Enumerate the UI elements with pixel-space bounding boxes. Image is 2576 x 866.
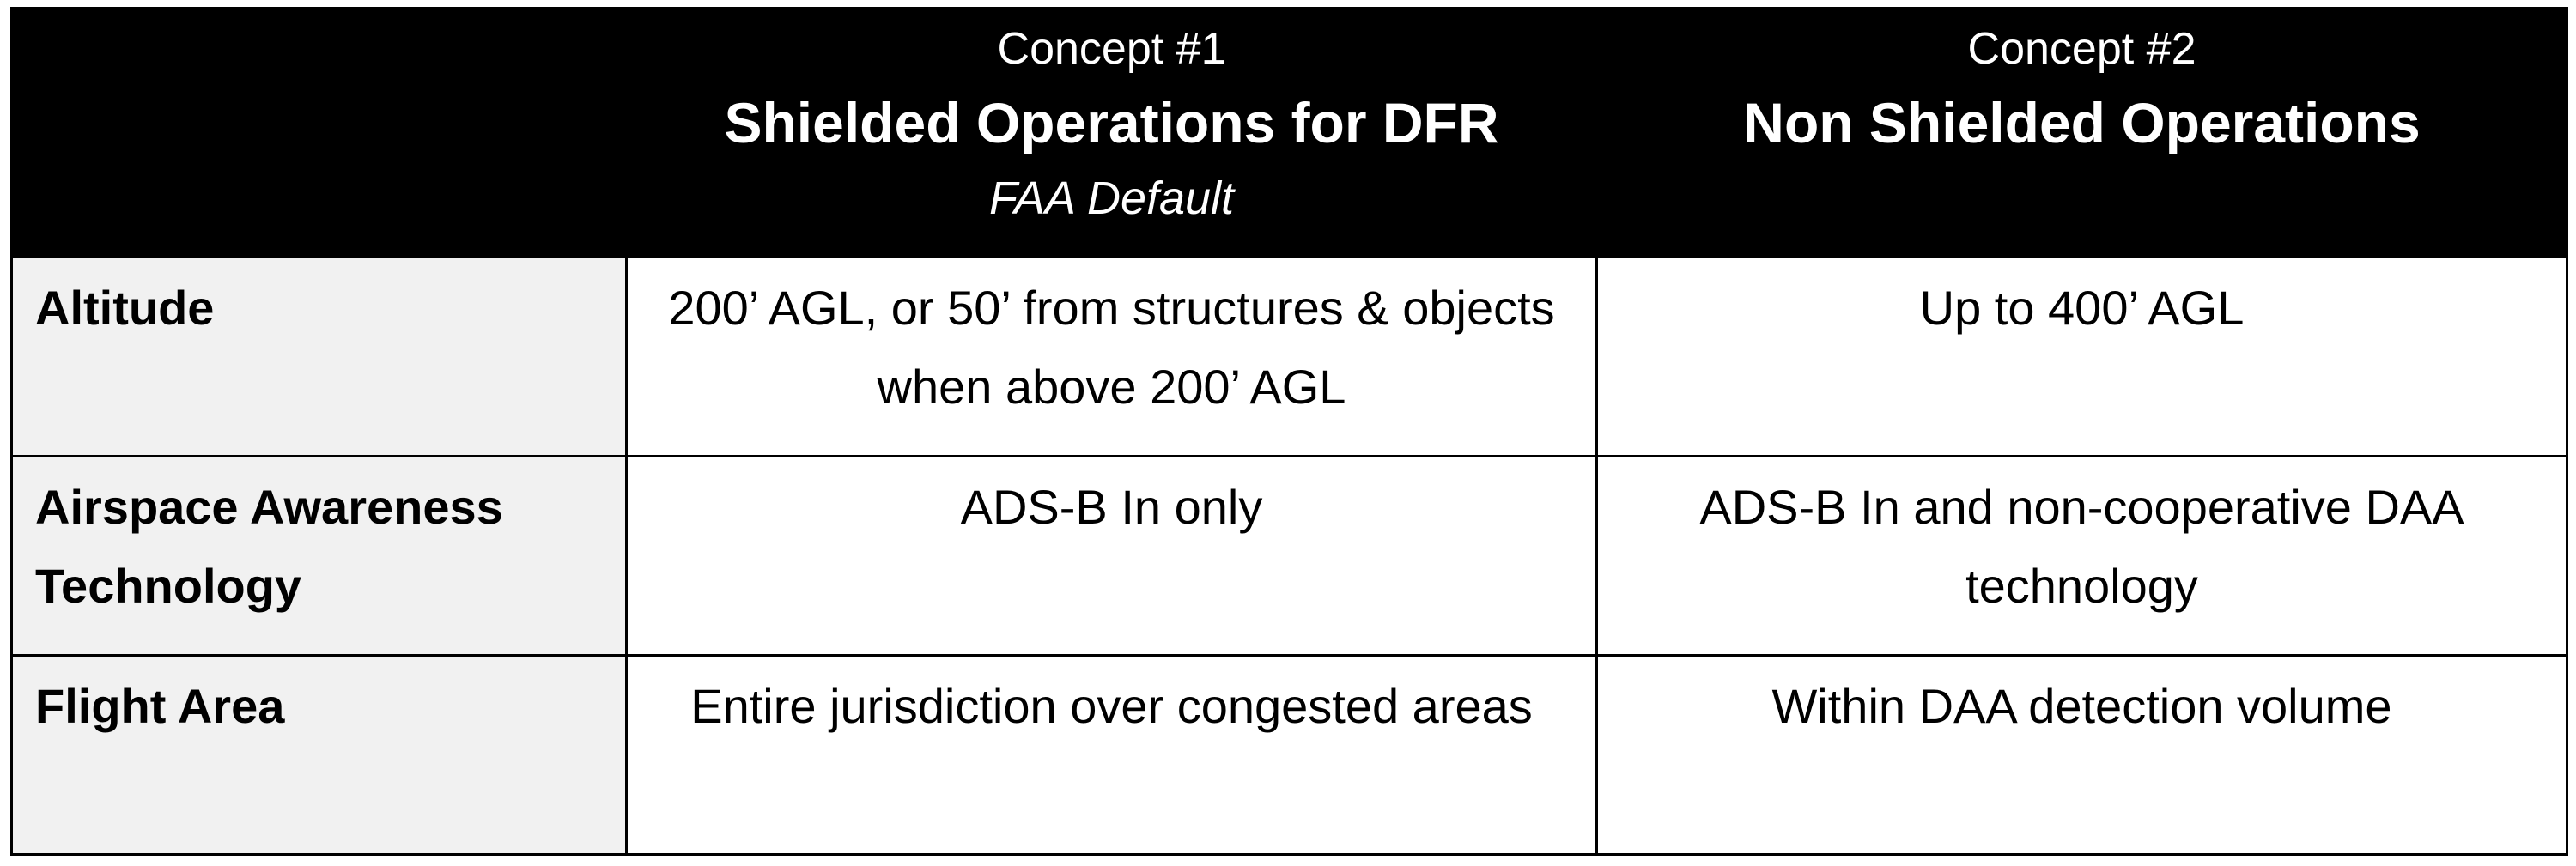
cell-flight-area-concept-2: Within DAA detection volume — [1595, 654, 2568, 856]
row-label-flight-area: Flight Area — [10, 654, 628, 856]
concept-1-number: Concept #1 — [997, 24, 1226, 74]
row-label-airspace-awareness: Airspace Awareness Technology — [10, 455, 628, 657]
table-row-altitude: Altitude 200’ AGL, or 50’ from structure… — [10, 256, 2568, 457]
concept-1-subtitle: FAA Default — [988, 173, 1235, 224]
cell-flight-area-concept-1: Entire jurisdiction over congested areas — [625, 654, 1598, 856]
cell-altitude-concept-2: Up to 400’ AGL — [1595, 256, 2568, 457]
concept-1-title: Shielded Operations for DFR — [724, 91, 1499, 154]
row-label-altitude: Altitude — [10, 256, 628, 457]
cell-altitude-concept-1: 200’ AGL, or 50’ from structures & objec… — [625, 256, 1598, 457]
comparison-table: Concept #1 Shielded Operations for DFR F… — [10, 7, 2568, 856]
header-corner-cell — [10, 7, 628, 258]
concept-2-title: Non Shielded Operations — [1743, 91, 2421, 154]
table-row-flight-area: Flight Area Entire jurisdiction over con… — [10, 654, 2568, 856]
concept-2-number: Concept #2 — [1967, 24, 2196, 74]
table-row-airspace-awareness: Airspace Awareness Technology ADS-B In o… — [10, 455, 2568, 657]
concept-2-header: Concept #2 Non Shielded Operations — [1595, 7, 2568, 258]
concept-1-header: Concept #1 Shielded Operations for DFR F… — [625, 7, 1598, 258]
cell-airspace-awareness-concept-1: ADS-B In only — [625, 455, 1598, 657]
header-row: Concept #1 Shielded Operations for DFR F… — [10, 7, 2568, 258]
cell-airspace-awareness-concept-2: ADS-B In and non-cooperative DAA technol… — [1595, 455, 2568, 657]
